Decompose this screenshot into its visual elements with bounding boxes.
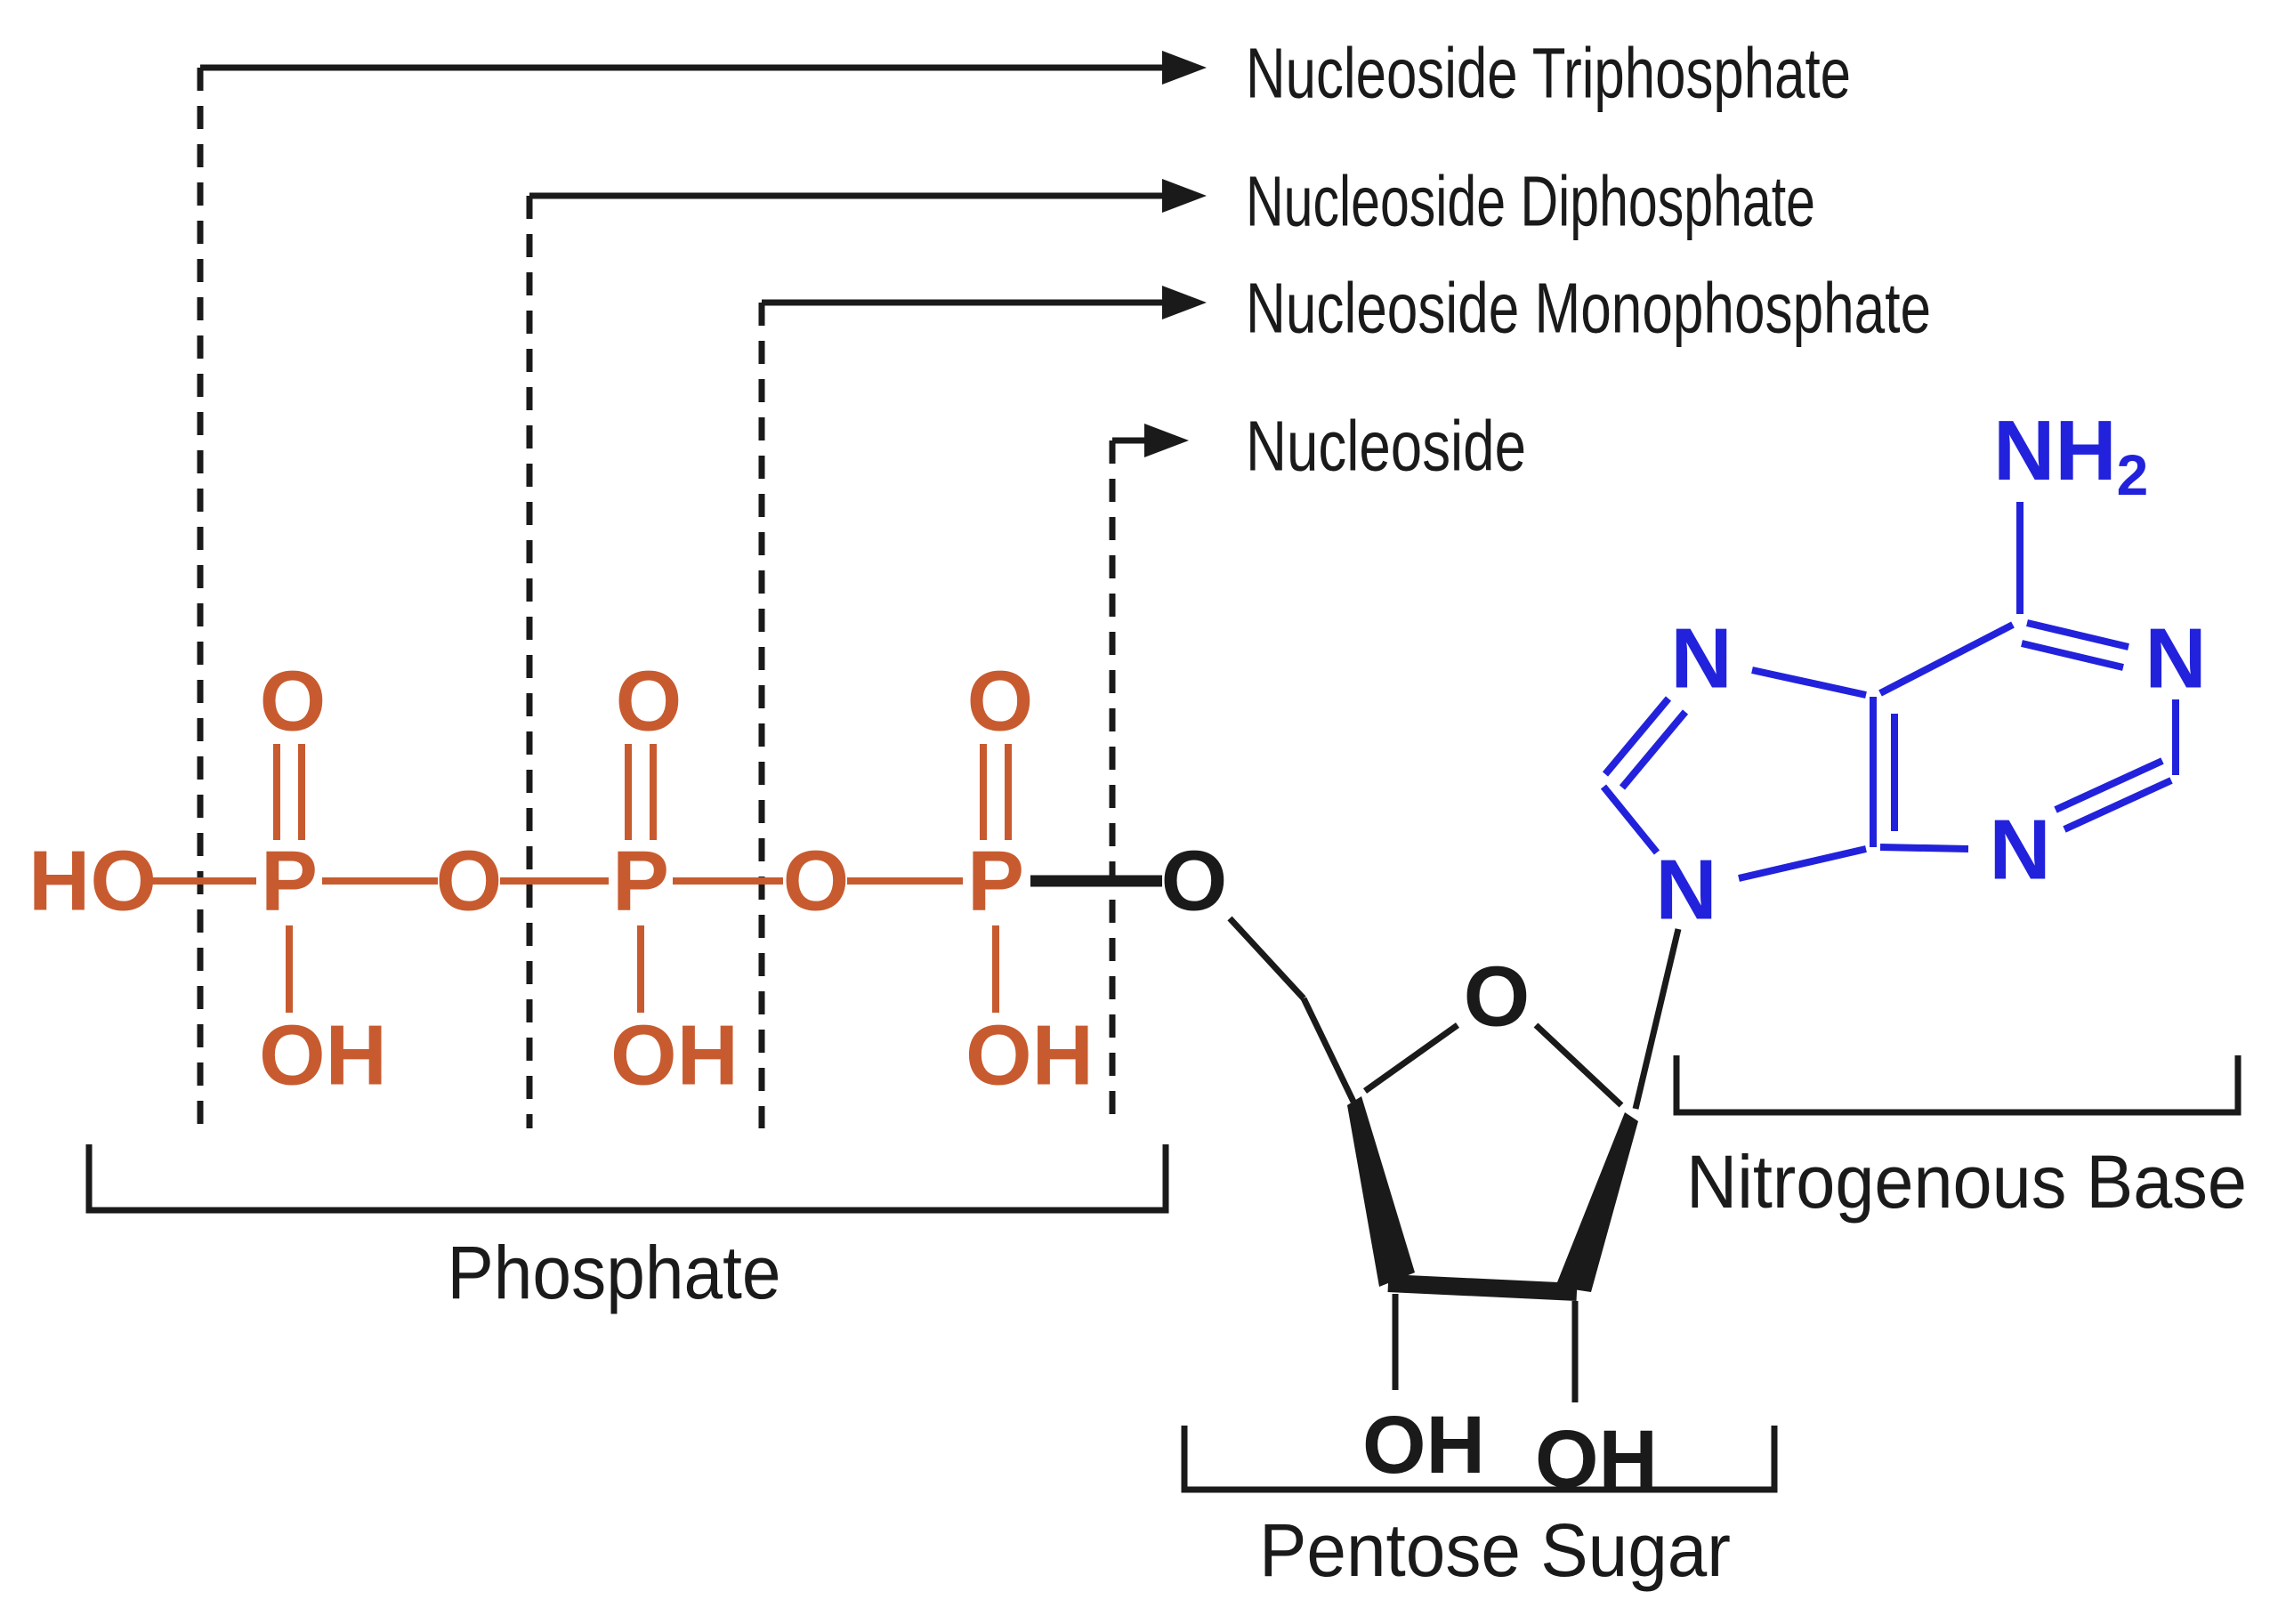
nitrogenous-base-group: N N N N NH2 — [1600, 403, 2207, 938]
double-bond-c2-n3-outer — [2063, 777, 2173, 833]
atom-label-n9: N — [1655, 843, 1717, 938]
label-nucleoside: Nucleoside — [1246, 407, 1526, 486]
pentose-sugar-group: O O OH OH — [1030, 834, 1682, 1506]
label-pentose-sugar: Pentose Sugar — [1259, 1508, 1731, 1592]
wedge-bond-c1-c2 — [1555, 1112, 1638, 1292]
atom-label-amine: NH2 — [1993, 403, 2148, 508]
atom-label-o5: O — [1161, 834, 1228, 929]
bond-n3-c4 — [1879, 844, 1969, 852]
double-bond-c8-n7-inner — [1619, 709, 1689, 790]
atom-label-ring-o: O — [1464, 949, 1531, 1045]
double-bond-c2-n3-inner — [2054, 757, 2164, 813]
dashed-dividers — [197, 68, 1116, 1128]
sugar-bonds — [1227, 916, 1682, 1402]
base-bonds — [1600, 502, 2179, 882]
label-nucleoside-monophosphate: Nucleoside Monophosphate — [1246, 269, 1931, 348]
atom-label-p2-double-o: O — [616, 654, 683, 749]
bond-n9-c1 — [1632, 928, 1682, 1110]
bracket-phosphate — [85, 1144, 1169, 1214]
arrowhead-triphosphate-icon — [1162, 51, 1207, 85]
label-nitrogenous-base: Nitrogenous Base — [1686, 1140, 2247, 1224]
atom-label-p1-oh: OH — [259, 1008, 387, 1103]
bracket-labels: Phosphate Nitrogenous Base Pentose Sugar — [448, 1140, 2248, 1592]
sugar-atoms: O O OH OH — [1161, 834, 1658, 1506]
label-phosphate: Phosphate — [448, 1231, 781, 1314]
atom-label-bridge-o2: O — [783, 834, 850, 929]
phosphate-bonds — [149, 744, 1012, 1013]
sugar-wedges — [1347, 1096, 1638, 1292]
bond-c4-n9 — [1738, 845, 1867, 882]
atom-label-ho-terminal: HO — [28, 834, 157, 929]
bond-ring-o-c1 — [1533, 1022, 1624, 1108]
bond-o5-c5 — [1227, 916, 1306, 1001]
atom-label-bridge-o1: O — [436, 834, 503, 929]
double-bond-c6-n1-outer — [2026, 619, 2129, 650]
atom-label-n1: N — [2145, 611, 2206, 707]
section-brackets — [85, 1055, 2242, 1493]
bond-n9-c8 — [1600, 784, 1660, 855]
callout-arrowheads — [1144, 51, 1207, 457]
label-nucleoside-diphosphate: Nucleoside Diphosphate — [1246, 162, 1815, 241]
callout-labels: Nucleoside Triphosphate Nucleoside Dipho… — [1246, 34, 1931, 486]
phosphate-atoms: HO P P P O O O O O OH OH OH — [28, 654, 1094, 1103]
wedge-bond-c4-c3 — [1347, 1096, 1415, 1287]
bond-c5-c4 — [1300, 997, 1357, 1103]
atom-label-p2: P — [612, 834, 669, 929]
bond-c4-ring-o — [1362, 1022, 1460, 1094]
atom-label-n7: N — [1670, 611, 1732, 707]
bracket-nitrogenous-base — [1673, 1055, 2242, 1116]
base-atoms: N N N N NH2 — [1655, 403, 2206, 938]
double-bond-c8-n7-outer — [1602, 696, 1672, 777]
label-nucleoside-triphosphate: Nucleoside Triphosphate — [1246, 34, 1851, 113]
bracket-pentose-sugar — [1181, 1426, 1778, 1493]
double-bond-c6-n1-inner — [2021, 640, 2124, 671]
atom-label-p1-double-o: O — [260, 654, 327, 749]
bond-c5-c6 — [1878, 621, 2015, 697]
atom-label-p2-oh: OH — [610, 1008, 739, 1103]
atom-label-p3: P — [967, 834, 1024, 929]
atom-label-p3-oh: OH — [965, 1008, 1094, 1103]
arrowhead-nucleoside-icon — [1144, 424, 1189, 457]
sugar-bold-edge-group — [1387, 1274, 1578, 1301]
callout-arrows — [200, 64, 1164, 444]
bond-n7-c5 — [1751, 667, 1867, 699]
arrowhead-monophosphate-icon — [1162, 286, 1207, 319]
atom-label-p3-double-o: O — [967, 654, 1034, 749]
atom-label-n3: N — [1989, 803, 2050, 898]
arrowhead-diphosphate-icon — [1162, 179, 1207, 213]
atom-label-p1: P — [261, 834, 318, 929]
bold-bond-c3-c2 — [1387, 1274, 1578, 1301]
atom-label-c3-oh: OH — [1362, 1400, 1485, 1491]
